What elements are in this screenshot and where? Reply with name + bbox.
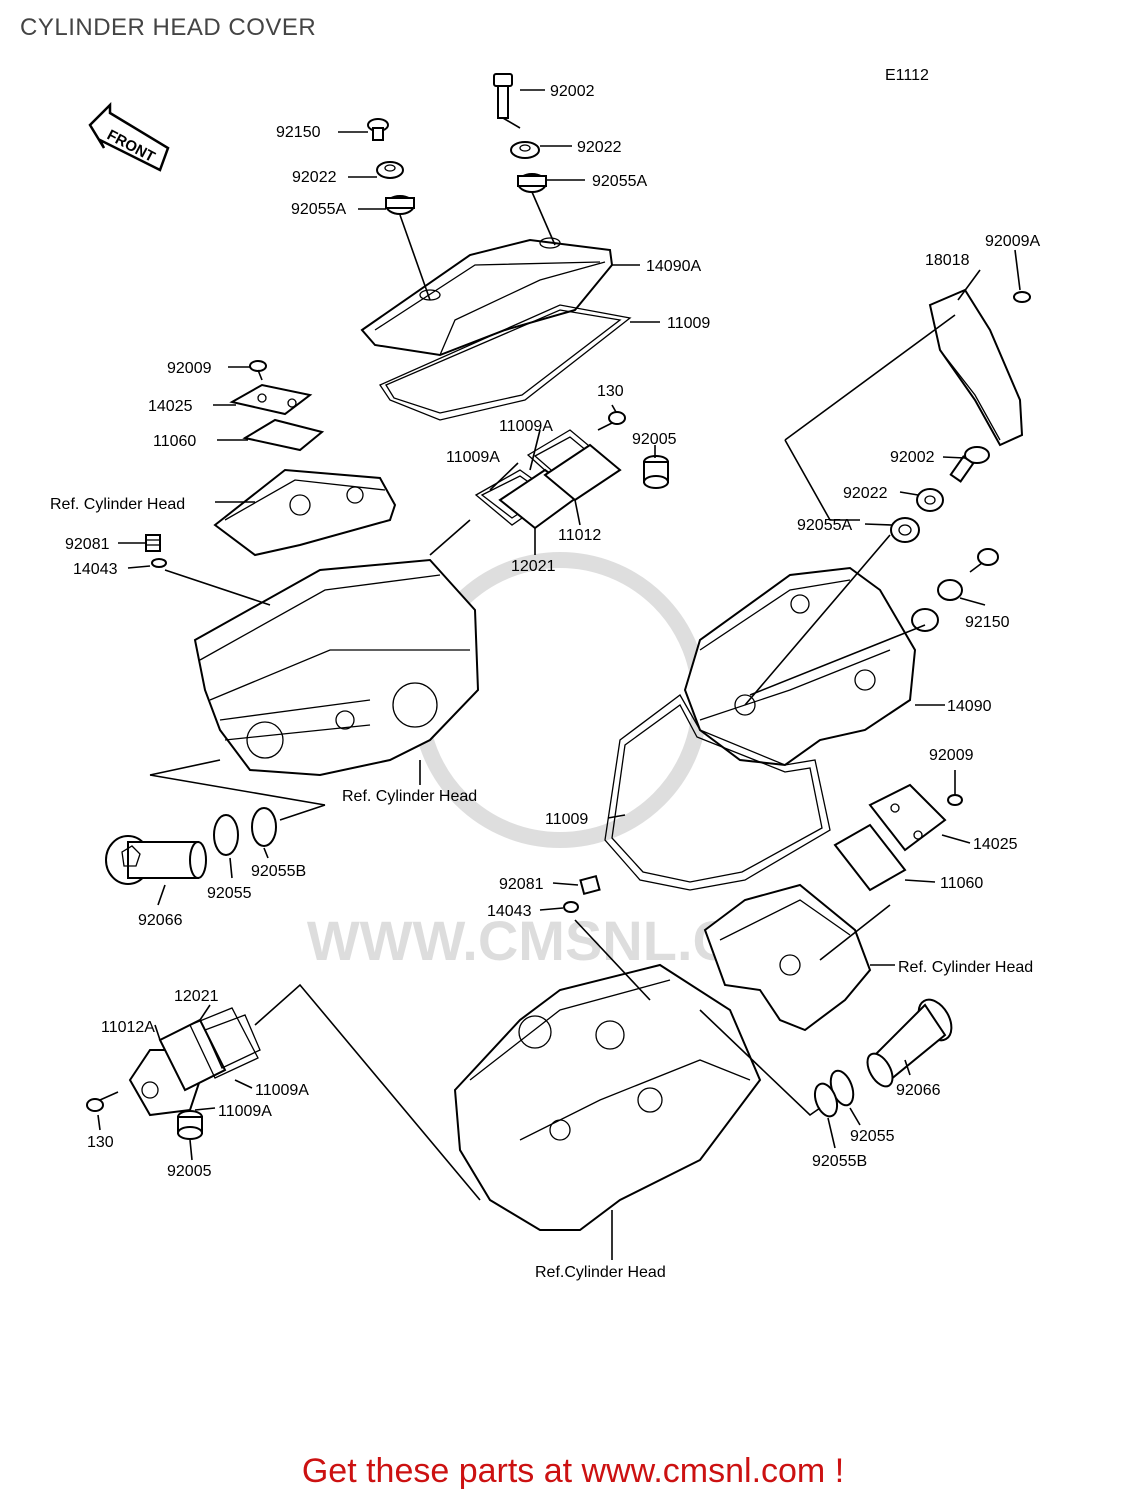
label-92009A: 92009A <box>985 233 1040 250</box>
bolt-92002-top <box>493 73 521 129</box>
intake-pipe-92066-right <box>866 998 953 1088</box>
label-11009: 11009 <box>545 811 588 828</box>
screw-92009-top <box>249 360 267 381</box>
label-92005: 92005 <box>167 1163 212 1180</box>
gaskets-11009A-bottom <box>189 1007 261 1079</box>
collar-92005-bottom <box>177 1110 203 1140</box>
label-92055: 92055 <box>850 1128 895 1145</box>
label-92150: 92150 <box>276 124 321 141</box>
grommet-92055A-right <box>890 517 920 543</box>
label-92055A: 92055A <box>592 173 647 190</box>
label-92055A: 92055A <box>797 517 852 534</box>
bolt-92150-top <box>367 118 389 141</box>
cylinder-head-upper <box>193 558 480 777</box>
label-92081: 92081 <box>499 876 544 893</box>
label-11012: 11012 <box>558 527 601 544</box>
label-92009: 92009 <box>929 747 974 764</box>
label-11009: 11009 <box>667 315 710 332</box>
oring-92055B-right <box>813 1082 839 1118</box>
washer-92022-right <box>916 488 944 512</box>
label-92022: 92022 <box>577 139 622 156</box>
label-92055A: 92055A <box>291 201 346 218</box>
diagram-code: E1112 <box>885 67 929 84</box>
spring-92081-mid <box>579 874 601 896</box>
part-labels: 92002 92150 92022 92022 92055A 92055A 14… <box>50 83 1040 1281</box>
cylinder-head-cover-14090A <box>360 237 632 421</box>
label-14043: 14043 <box>487 903 532 920</box>
bolt-130-top <box>597 411 626 431</box>
bolt-130-bottom <box>86 1091 119 1112</box>
label-92150: 92150 <box>965 614 1010 631</box>
label-92022: 92022 <box>292 169 337 186</box>
front-arrow-icon: FRONT <box>88 101 170 172</box>
label-92005: 92005 <box>632 431 677 448</box>
label-ref-cylinder-head: Ref. Cylinder Head <box>898 959 1033 976</box>
leader-lines <box>97 89 1021 1260</box>
screw-92009A <box>1013 291 1031 303</box>
bolt-92002-right <box>949 446 990 483</box>
cover-18018 <box>928 288 1024 447</box>
label-92009: 92009 <box>167 360 212 377</box>
label-92055B: 92055B <box>251 863 306 880</box>
label-12021: 12021 <box>511 558 556 575</box>
label-11009A: 11009A <box>255 1082 309 1099</box>
label-92066: 92066 <box>138 912 183 929</box>
plate-14025-right <box>868 783 947 852</box>
cam-holder-right <box>703 883 872 1032</box>
cylinder-head-cover-14090 <box>683 566 917 767</box>
label-14025: 14025 <box>148 398 193 415</box>
label-130: 130 <box>597 383 624 400</box>
label-92002: 92002 <box>890 449 935 466</box>
label-11060: 11060 <box>940 875 983 892</box>
spring-92081-top <box>145 534 161 552</box>
label-ref-cylinder-head: Ref. Cylinder Head <box>50 496 185 513</box>
label-11012A: 11012A <box>101 1019 155 1036</box>
oring-92055-left <box>213 814 239 856</box>
oring-92055B-left <box>251 807 277 847</box>
label-14090A: 14090A <box>646 258 701 275</box>
label-14043: 14043 <box>73 561 118 578</box>
gasket-11060-top <box>242 418 325 452</box>
label-92055: 92055 <box>207 885 252 902</box>
plate-14025-top <box>229 383 313 416</box>
bolt-92150-right <box>969 548 999 573</box>
grommet-92055A-top-right <box>517 173 547 193</box>
label-11009A: 11009A <box>446 449 500 466</box>
washer-14043-mid <box>563 901 579 913</box>
collar-92005-top <box>643 455 669 489</box>
intake-pipe-92066-left <box>105 835 207 885</box>
cylinder-head-lower <box>453 963 762 1231</box>
label-18018: 18018 <box>925 252 970 269</box>
washer-14043-top <box>151 558 167 568</box>
label-14090: 14090 <box>947 698 992 715</box>
grommet-92055A-top-left <box>385 195 415 215</box>
washer-92022-top-left <box>376 161 404 179</box>
label-11060: 11060 <box>153 433 196 450</box>
label-92055B: 92055B <box>812 1153 867 1170</box>
label-92002: 92002 <box>550 83 595 100</box>
label-ref-cylinder-head: Ref. Cylinder Head <box>342 788 477 805</box>
screw-92009-right <box>947 794 963 806</box>
label-92081: 92081 <box>65 536 110 553</box>
gasket-11060-right <box>833 823 907 892</box>
label-92066: 92066 <box>896 1082 941 1099</box>
label-92022: 92022 <box>843 485 888 502</box>
page-title: CYLINDER HEAD COVER <box>20 14 317 41</box>
cam-holder-left <box>213 468 397 557</box>
gasket-11009-mid <box>604 694 831 891</box>
washer-92022-top-right <box>510 141 540 159</box>
label-14025: 14025 <box>973 836 1018 853</box>
footer-cta-link[interactable]: Get these parts at www.cmsnl.com ! <box>301 1452 845 1490</box>
label-11009A: 11009A <box>499 418 553 435</box>
label-130: 130 <box>87 1134 114 1151</box>
label-11009A: 11009A <box>218 1103 272 1120</box>
washer-right-pair <box>911 579 963 632</box>
cover-11012-top <box>543 443 622 502</box>
label-12021: 12021 <box>174 988 219 1005</box>
label-ref-cylinder-head: Ref.Cylinder Head <box>535 1264 666 1281</box>
